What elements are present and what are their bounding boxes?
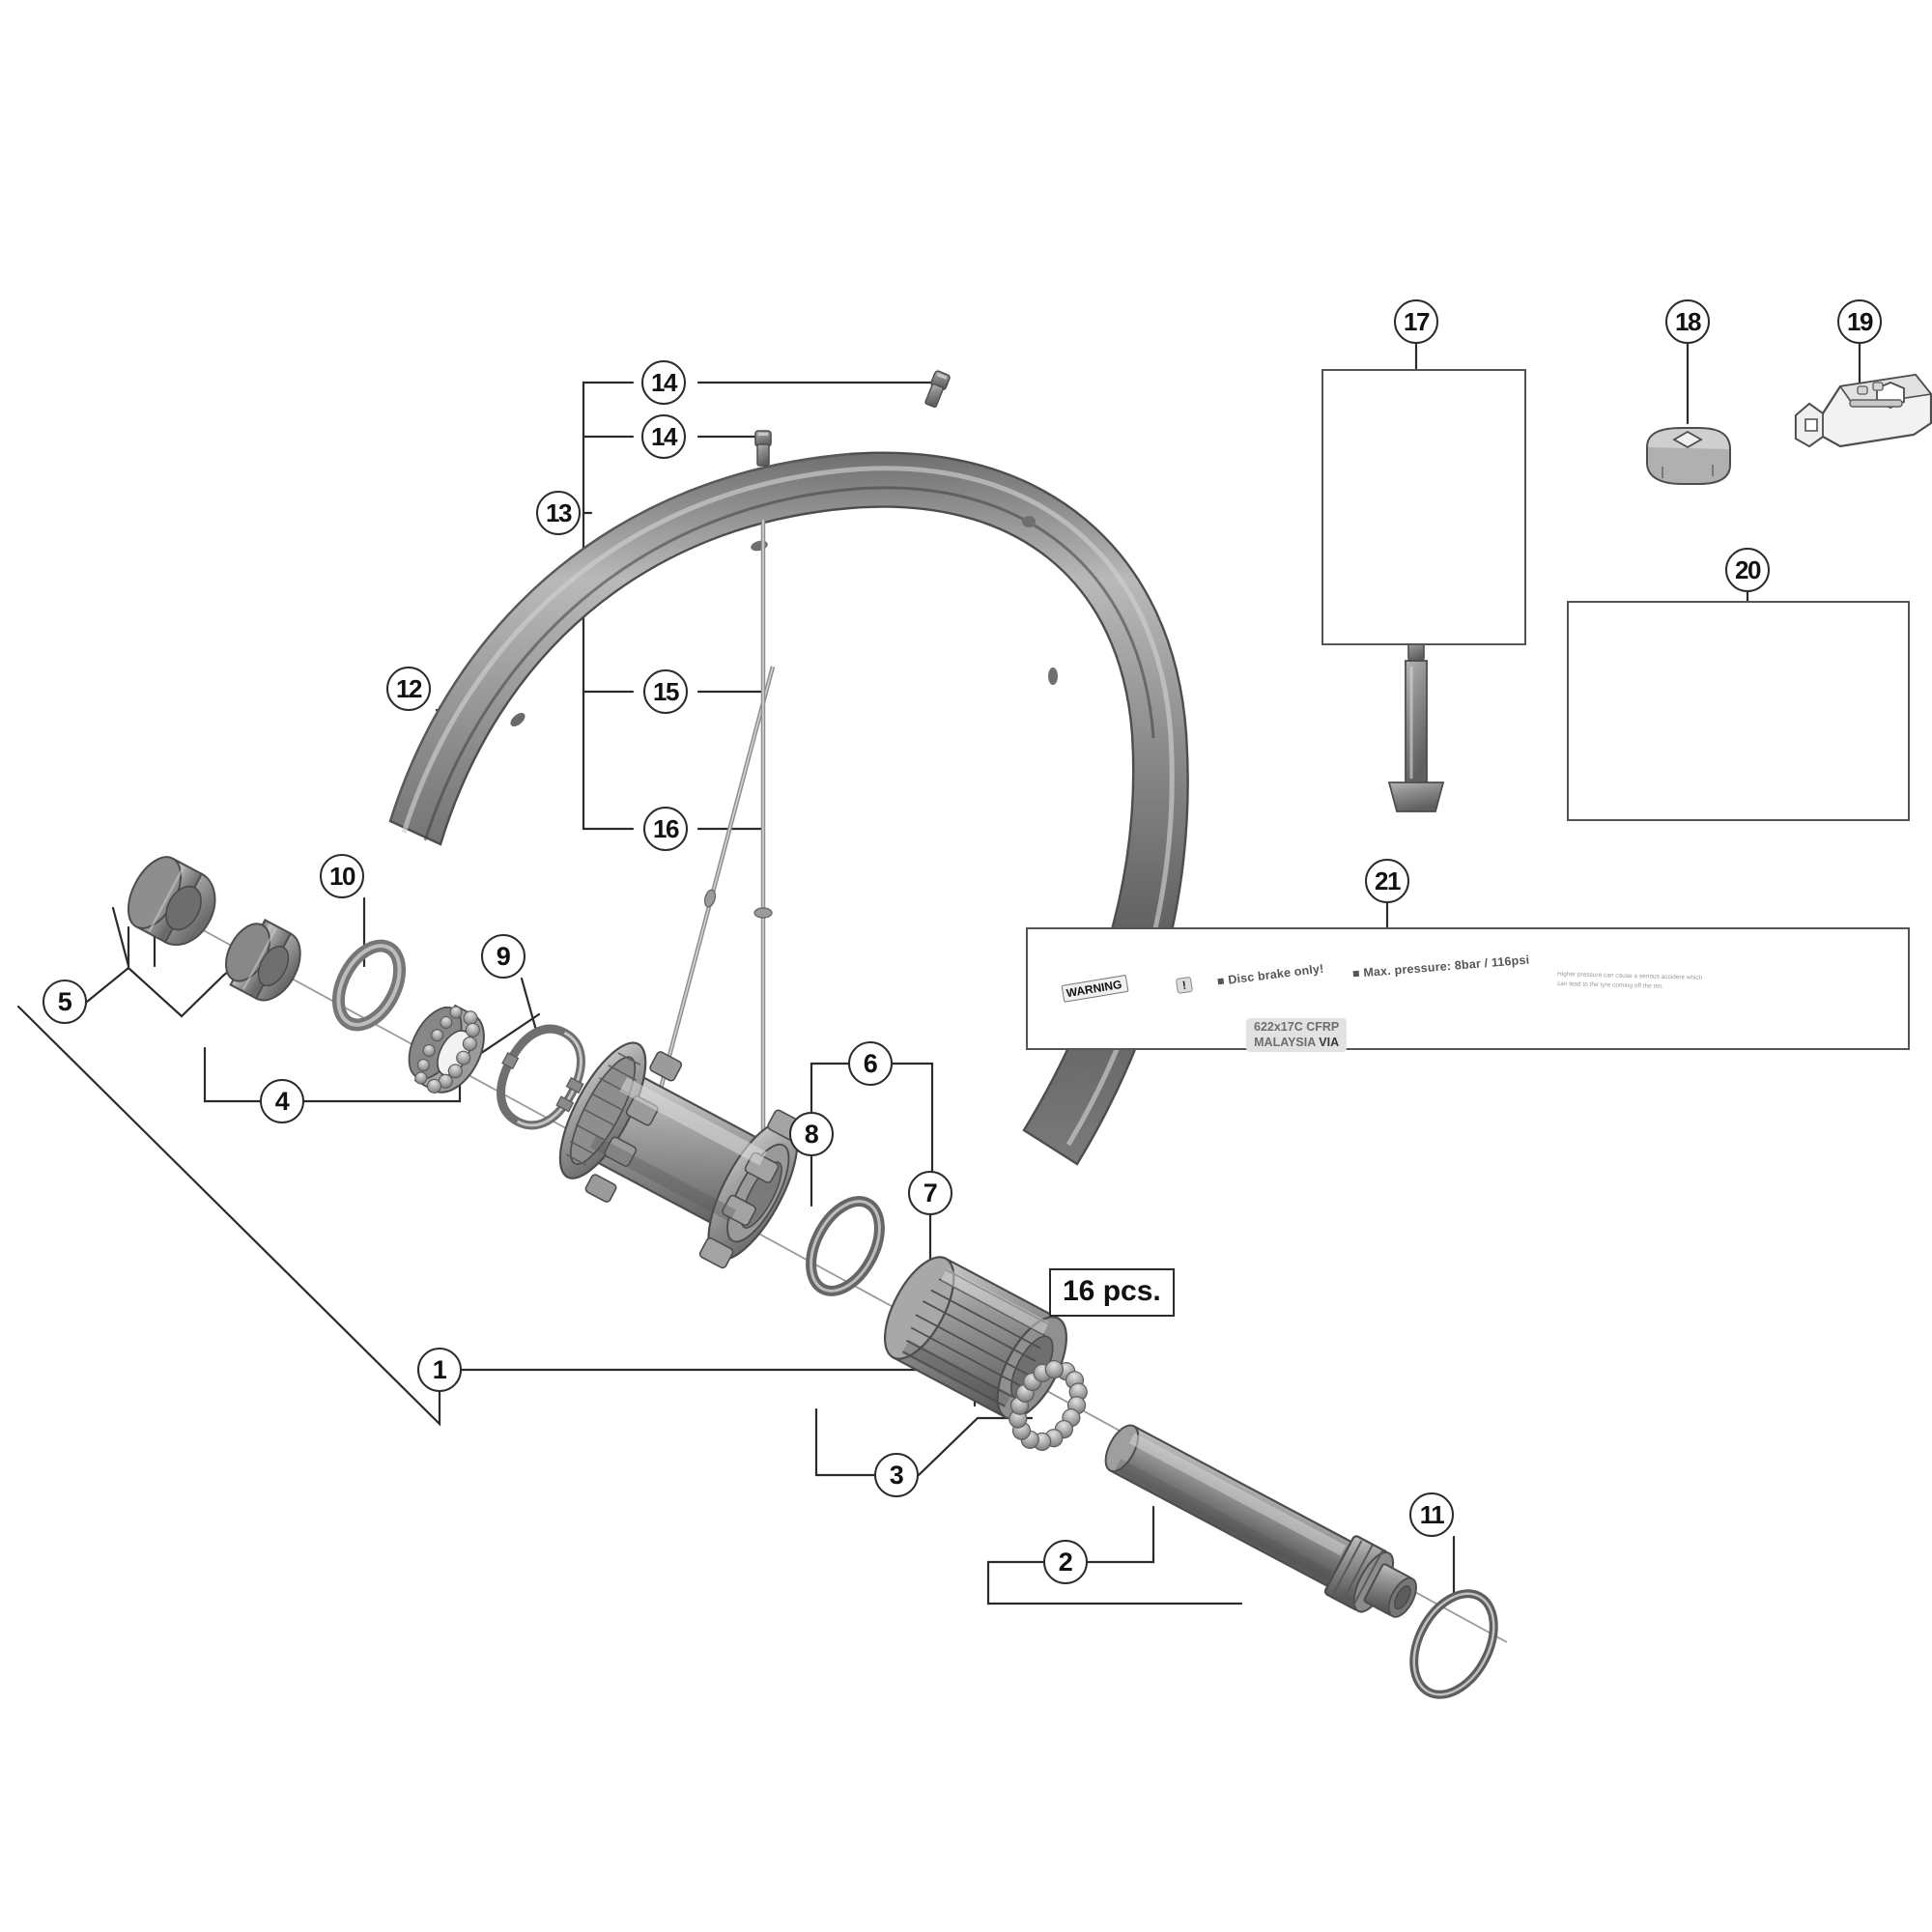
decal-size-block: 622x17C CFRP MALAYSIA VIA xyxy=(1246,1018,1348,1053)
callout-13[interactable]: 13 xyxy=(536,491,581,535)
warning-word: WARNING xyxy=(1061,974,1129,1003)
callout-8-label: 8 xyxy=(804,1119,819,1149)
callout-14-upper-label: 14 xyxy=(651,367,677,397)
callout-14-lower[interactable]: 14 xyxy=(641,414,686,459)
callout-6[interactable]: 6 xyxy=(848,1041,893,1086)
callout-21[interactable]: 21 xyxy=(1365,859,1409,903)
spoke-nipple-lower xyxy=(754,430,772,467)
callout-3[interactable]: 3 xyxy=(874,1453,919,1497)
warning-decal-text: WARNING ! ■ Disc brake only! ■ Max. pres… xyxy=(1061,953,1884,1053)
callout-21-label: 21 xyxy=(1375,866,1401,895)
ball-bearing-ring-part xyxy=(1009,1359,1088,1452)
callout-18-label: 18 xyxy=(1675,306,1701,336)
callout-18[interactable]: 18 xyxy=(1665,299,1710,344)
callout-4[interactable]: 4 xyxy=(260,1079,304,1123)
decal-brand-mark: VIA xyxy=(1319,1035,1340,1049)
callout-15[interactable]: 15 xyxy=(643,669,688,714)
end-cap-parts xyxy=(127,856,301,1002)
callout-13-label: 13 xyxy=(546,497,572,527)
quantity-label-16pcs: 16 pcs. xyxy=(1049,1268,1175,1317)
callout-11-label: 11 xyxy=(1419,1499,1445,1529)
callout-20-label: 20 xyxy=(1735,554,1761,584)
callout-6-label: 6 xyxy=(863,1048,878,1078)
callout-20[interactable]: 20 xyxy=(1725,548,1770,592)
callout-19-label: 19 xyxy=(1847,306,1873,336)
valve-kit-frame xyxy=(1321,369,1526,645)
lock-washer-part xyxy=(497,1024,585,1130)
spoke-nipple-upper xyxy=(924,370,951,409)
cone-bearing-part xyxy=(408,1004,485,1094)
callout-19[interactable]: 19 xyxy=(1837,299,1882,344)
callout-5-label: 5 xyxy=(57,986,72,1016)
axle-o-ring-part xyxy=(1409,1589,1498,1699)
callout-14-upper[interactable]: 14 xyxy=(641,360,686,405)
callout-10-label: 10 xyxy=(329,861,355,891)
callout-9-label: 9 xyxy=(496,941,511,971)
decal-bullet-1: ■ Disc brake only! xyxy=(1216,961,1325,988)
leader-lines xyxy=(16,342,1861,1605)
callout-3-label: 3 xyxy=(889,1460,904,1490)
callout-5[interactable]: 5 xyxy=(43,980,87,1024)
decal-warning-badge: WARNING xyxy=(1061,974,1129,1003)
callout-9[interactable]: 9 xyxy=(481,934,526,979)
o-ring-part xyxy=(806,1196,885,1296)
axle-unit-part xyxy=(1104,1424,1417,1618)
hub-shell-part xyxy=(558,1041,802,1269)
decal-size-line-2: MALAYSIA VIA xyxy=(1254,1036,1339,1051)
callout-7[interactable]: 7 xyxy=(908,1171,952,1215)
callout-2[interactable]: 2 xyxy=(1043,1540,1088,1584)
callout-11[interactable]: 11 xyxy=(1409,1492,1454,1537)
spoke-wrench-part xyxy=(1794,373,1932,448)
manual-badge: ! xyxy=(1175,976,1193,994)
callout-8[interactable]: 8 xyxy=(789,1112,834,1156)
valve-nut-part xyxy=(1645,427,1732,485)
callout-12[interactable]: 12 xyxy=(386,667,431,711)
callout-16-label: 16 xyxy=(653,813,679,843)
callout-16[interactable]: 16 xyxy=(643,807,688,851)
callout-1[interactable]: 1 xyxy=(417,1348,462,1392)
decal-bullet-1-text: Disc brake only! xyxy=(1227,961,1325,987)
callout-2-label: 2 xyxy=(1058,1547,1073,1577)
callout-17[interactable]: 17 xyxy=(1394,299,1438,344)
callout-17-label: 17 xyxy=(1404,306,1430,336)
callout-1-label: 1 xyxy=(432,1354,447,1384)
decal-manual-badge: ! xyxy=(1175,976,1193,995)
warning-decal-frame xyxy=(1026,927,1910,1050)
callout-12-label: 12 xyxy=(396,673,422,703)
spoke-parts xyxy=(646,370,951,1135)
decal-size-line-1: 622x17C CFRP xyxy=(1254,1020,1340,1034)
callout-7-label: 7 xyxy=(923,1178,938,1208)
callout-15-label: 15 xyxy=(653,676,679,706)
tire-levers-frame xyxy=(1567,601,1910,821)
decal-country: MALAYSIA xyxy=(1254,1035,1316,1049)
callout-14-lower-label: 14 xyxy=(651,421,677,451)
callout-4-label: 4 xyxy=(274,1086,290,1116)
seal-ring-part xyxy=(331,939,407,1032)
decal-fine-print-2: can lead to the tyre coming off the rim. xyxy=(1556,980,1664,990)
callout-10[interactable]: 10 xyxy=(320,854,364,898)
